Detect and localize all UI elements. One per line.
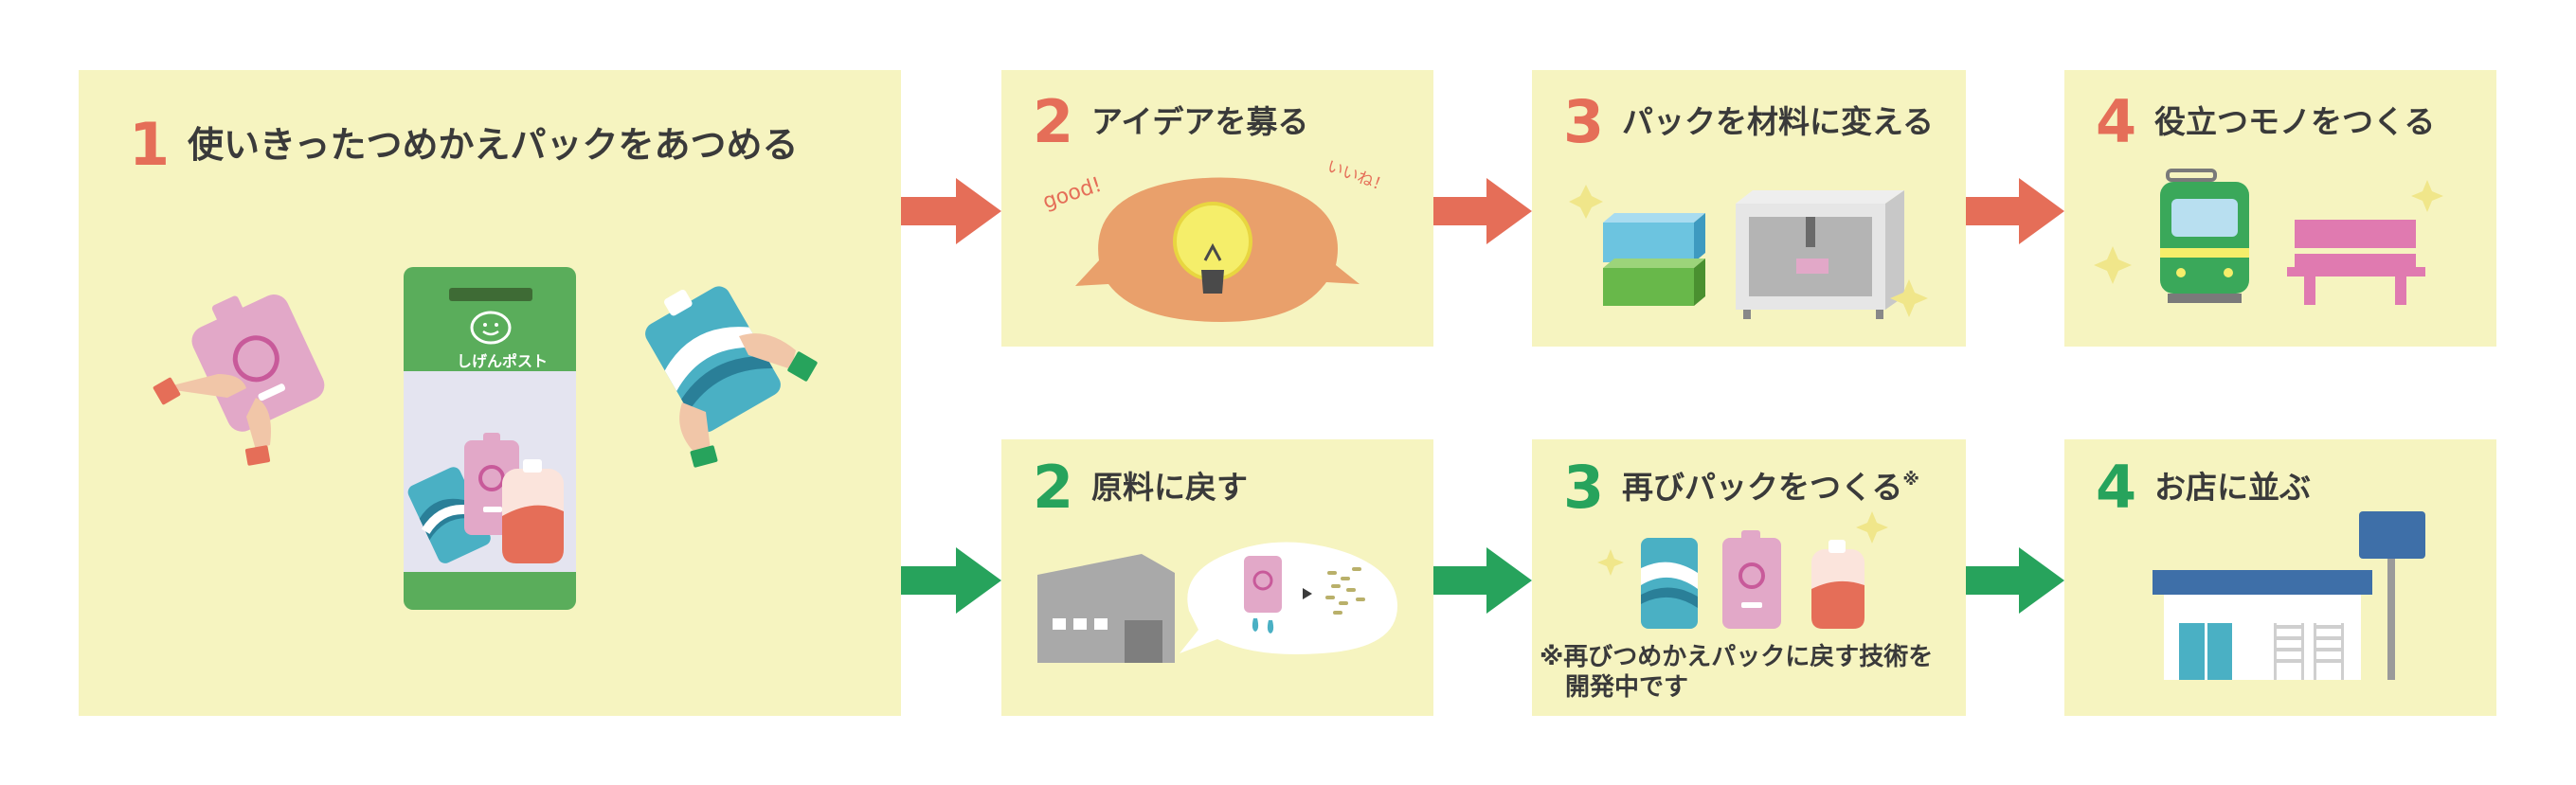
bottom-step2-number: 2 xyxy=(1033,453,1074,522)
arrow-green-1 xyxy=(901,547,1001,614)
material-blocks-illustration xyxy=(1569,185,1928,319)
top-step3-title: パックを材料に変える xyxy=(1622,103,1935,140)
bottom-step3-title: 再びパックをつくる※ xyxy=(1622,469,1919,506)
hand-blue-pack-illustration xyxy=(645,286,818,468)
bottom-step3-number: 3 xyxy=(1563,453,1605,522)
arrow-green-2 xyxy=(1433,547,1532,614)
arrow-red-3 xyxy=(1966,178,2064,244)
arrow-red-1 xyxy=(901,178,1001,244)
recycle-smile-icon xyxy=(470,311,512,345)
footnote-line2: 開発中です xyxy=(1565,673,1689,702)
step1-number: 1 xyxy=(129,110,171,179)
top-step2-title: アイデアを募る xyxy=(1091,103,1309,140)
bottom-step4-title: お店に並ぶ xyxy=(2154,469,2311,506)
store-illustration xyxy=(2153,511,2425,680)
top-step4-title: 役立つモノをつくる xyxy=(2154,103,2436,140)
post-label: しげんポスト xyxy=(457,352,549,370)
packs-in-post-illustration xyxy=(407,433,564,563)
step1-title: 使いきったつめかえパックをあつめる xyxy=(188,124,799,166)
arrow-red-2 xyxy=(1433,178,1532,244)
top-step2-number: 2 xyxy=(1033,87,1074,156)
factory-recycle-illustration xyxy=(1037,542,1397,663)
footnote-line1: ※再びつめかえパックに戻す技術を xyxy=(1540,643,1934,671)
top-step3-number: 3 xyxy=(1563,87,1605,156)
post-slot xyxy=(449,288,532,301)
top-step4-panel xyxy=(2064,70,2496,347)
footnote-mark: ※ xyxy=(1902,470,1919,490)
bottom-step2-title: 原料に戻す xyxy=(1091,469,1248,506)
train-bench-illustration xyxy=(2094,169,2443,305)
new-packs-illustration xyxy=(1597,511,1888,629)
arrow-green-3 xyxy=(1966,547,2064,614)
hand-pink-pack-illustration xyxy=(153,294,325,466)
top-step4-number: 4 xyxy=(2096,87,2137,156)
bottom-step3-title-text: 再びパックをつくる xyxy=(1622,469,1903,506)
idea-bubble-illustration xyxy=(1075,177,1360,322)
bottom-step4-number: 4 xyxy=(2096,453,2137,522)
